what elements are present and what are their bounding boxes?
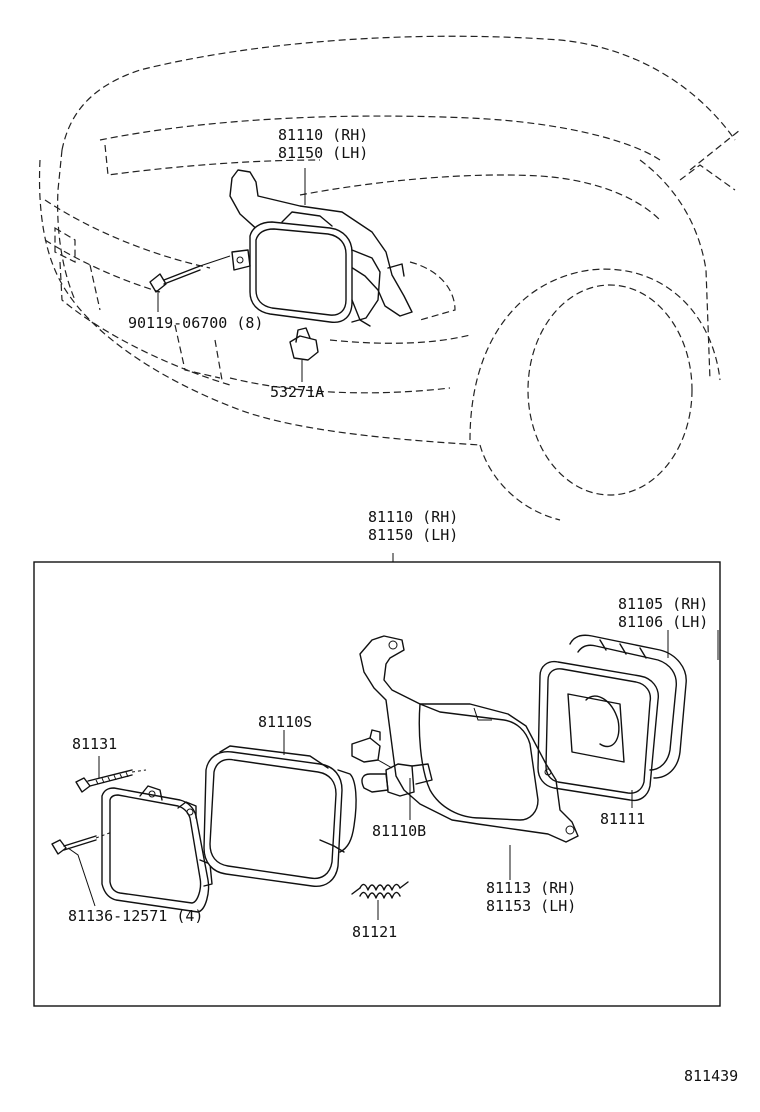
- foglamp-lens-unit: [203, 745, 357, 887]
- label-clip-top: 53271A: [270, 383, 325, 401]
- lens-gasket-81111: [537, 660, 659, 802]
- label-81153: 81153 (LH): [486, 897, 577, 915]
- label-81136: 81136-12571 (4): [68, 907, 204, 925]
- top-screw: [149, 255, 231, 312]
- top-clip: [289, 327, 319, 382]
- lamp-bezel-frame: [101, 785, 213, 913]
- screw-81136: [51, 831, 113, 855]
- top-foglamp-assembly: [229, 168, 413, 327]
- label-assembly-rh-box: 81110 (RH): [368, 508, 459, 526]
- label-screw-top: 90119-06700 (8): [128, 314, 264, 332]
- label-81110b: 81110B: [372, 822, 427, 840]
- label-assembly-rh-top: 81110 (RH): [278, 126, 369, 144]
- screw-81131: [75, 769, 147, 793]
- label-assembly-lh-box: 81150 (LH): [368, 526, 459, 544]
- exploded-view-frame: [33, 561, 721, 1007]
- vehicle-body-outline: [38, 35, 741, 521]
- label-81113: 81113 (RH): [486, 879, 577, 897]
- label-81121: 81121: [352, 923, 398, 941]
- adjuster-spring: [351, 881, 409, 899]
- lamp-housing-81105: [569, 634, 687, 779]
- label-81111: 81111: [600, 810, 646, 828]
- label-81106: 81106 (LH): [618, 613, 709, 631]
- diagram-number: 811439: [684, 1067, 739, 1085]
- label-81110s: 81110S: [258, 713, 313, 731]
- label-81105: 81105 (RH): [618, 595, 709, 613]
- foglamp-bulb: [351, 729, 433, 797]
- label-81131: 81131: [72, 735, 118, 753]
- label-assembly-lh-top: 81150 (LH): [278, 144, 369, 162]
- mounting-bracket: [359, 635, 579, 843]
